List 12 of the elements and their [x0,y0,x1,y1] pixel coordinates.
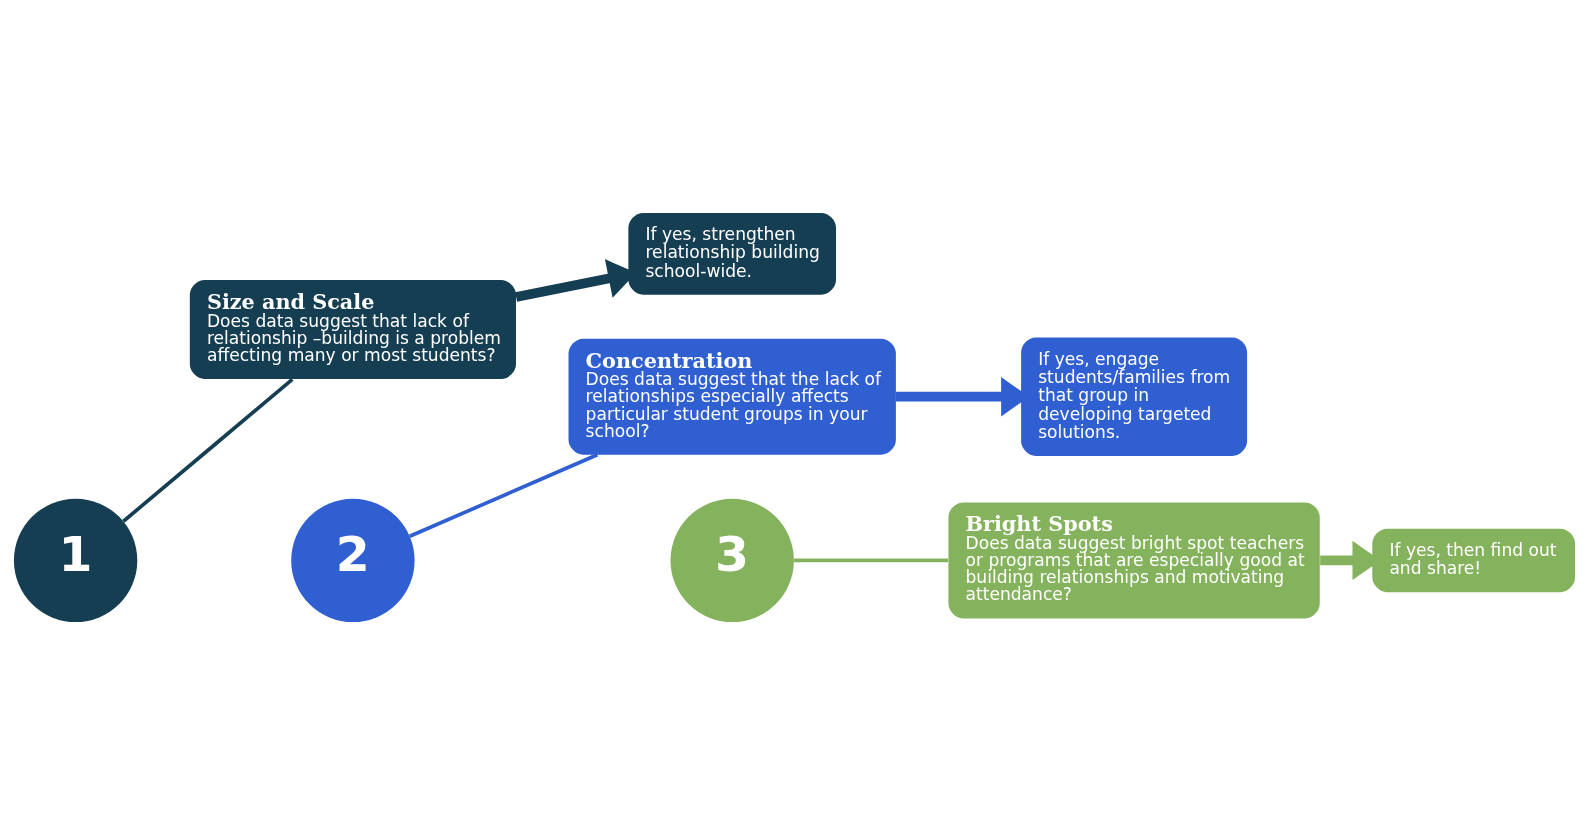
node-box: If yes, engage students/families from that group in developing targeted solutions. [1021,337,1248,456]
node-circle: 1 [13,498,138,622]
node-box: Concentration Does data suggest that the lack of relationships especially affects particular student groups in your school? [568,338,896,455]
node-circle: 3 [670,498,794,622]
node-box: If yes, then find out and share! [1372,528,1576,592]
node-circle: 2 [291,498,415,622]
connector [794,558,949,562]
connector [409,452,599,538]
node-box: Bright Spots Does data suggest bright spot teachers or programs that are especially good at building relationships and motivating attendance? [948,501,1320,618]
connector [122,377,294,523]
node-box: Size and Scale Does data suggest that lack of relationship –building is a problem affecting many or most students? [189,279,516,379]
node-box: If yes, strengthen relationship building school-wide. [628,212,837,295]
